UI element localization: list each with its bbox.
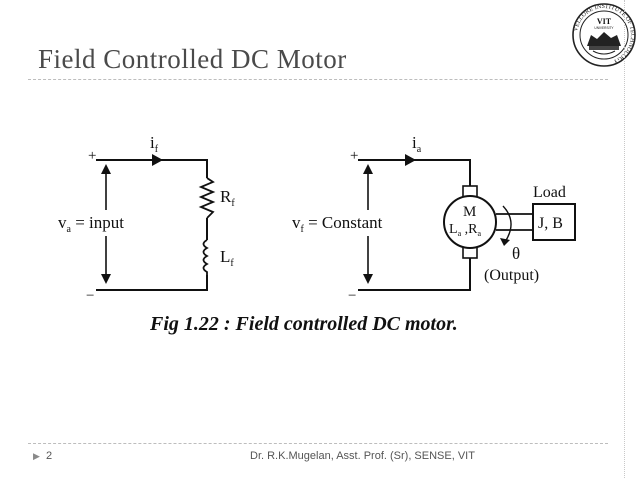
right-minus-label: − — [348, 288, 356, 304]
page-number: 2 — [46, 450, 53, 462]
university-logo: VELLORE INSTITUTE OF TECHNOLOGY VIT UNIV… — [572, 3, 636, 67]
load-params: J, B — [538, 215, 563, 232]
motor-label: M — [463, 204, 476, 220]
theta-label: θ — [512, 244, 520, 263]
load-title: Load — [533, 184, 566, 201]
bullet-chevron-icon: ▶ — [33, 452, 40, 462]
left-voltage-label: va = input — [58, 213, 124, 235]
slide-title: Field Controlled DC Motor — [38, 44, 347, 74]
rotation-arrow — [502, 205, 512, 243]
right-edge-rule — [624, 0, 625, 478]
title-divider — [28, 79, 608, 80]
left-minus-label: − — [86, 288, 94, 304]
right-voltage-label: vf = Constant — [292, 213, 383, 235]
output-label: (Output) — [484, 267, 539, 284]
footer-text: Dr. R.K.Mugelan, Asst. Prof. (Sr), SENSE… — [250, 450, 475, 462]
right-current-arrow — [405, 154, 416, 166]
right-plus-label: + — [350, 148, 358, 164]
figure-caption: Fig 1.22 : Field controlled DC motor. — [149, 313, 458, 335]
motor-symbol — [443, 195, 497, 249]
left-current-arrow — [152, 154, 163, 166]
resistor-label: Rf — [220, 187, 235, 209]
inductor-symbol — [202, 239, 209, 275]
motor-params-label: La ,Ra — [449, 222, 481, 238]
left-circuit-wire — [96, 159, 208, 291]
logo-center-text: VIT — [597, 17, 612, 26]
motor-shaft — [496, 213, 533, 231]
left-plus-label: + — [88, 148, 96, 164]
resistor-symbol — [198, 177, 216, 219]
logo-sub-text: UNIVERSITY — [594, 26, 614, 30]
inductor-label: Lf — [220, 247, 234, 269]
right-current-label: ia — [412, 133, 422, 155]
right-circuit-wire — [358, 159, 471, 291]
left-current-label: if — [150, 133, 159, 155]
load-box — [532, 203, 576, 241]
footer-divider — [28, 443, 608, 444]
